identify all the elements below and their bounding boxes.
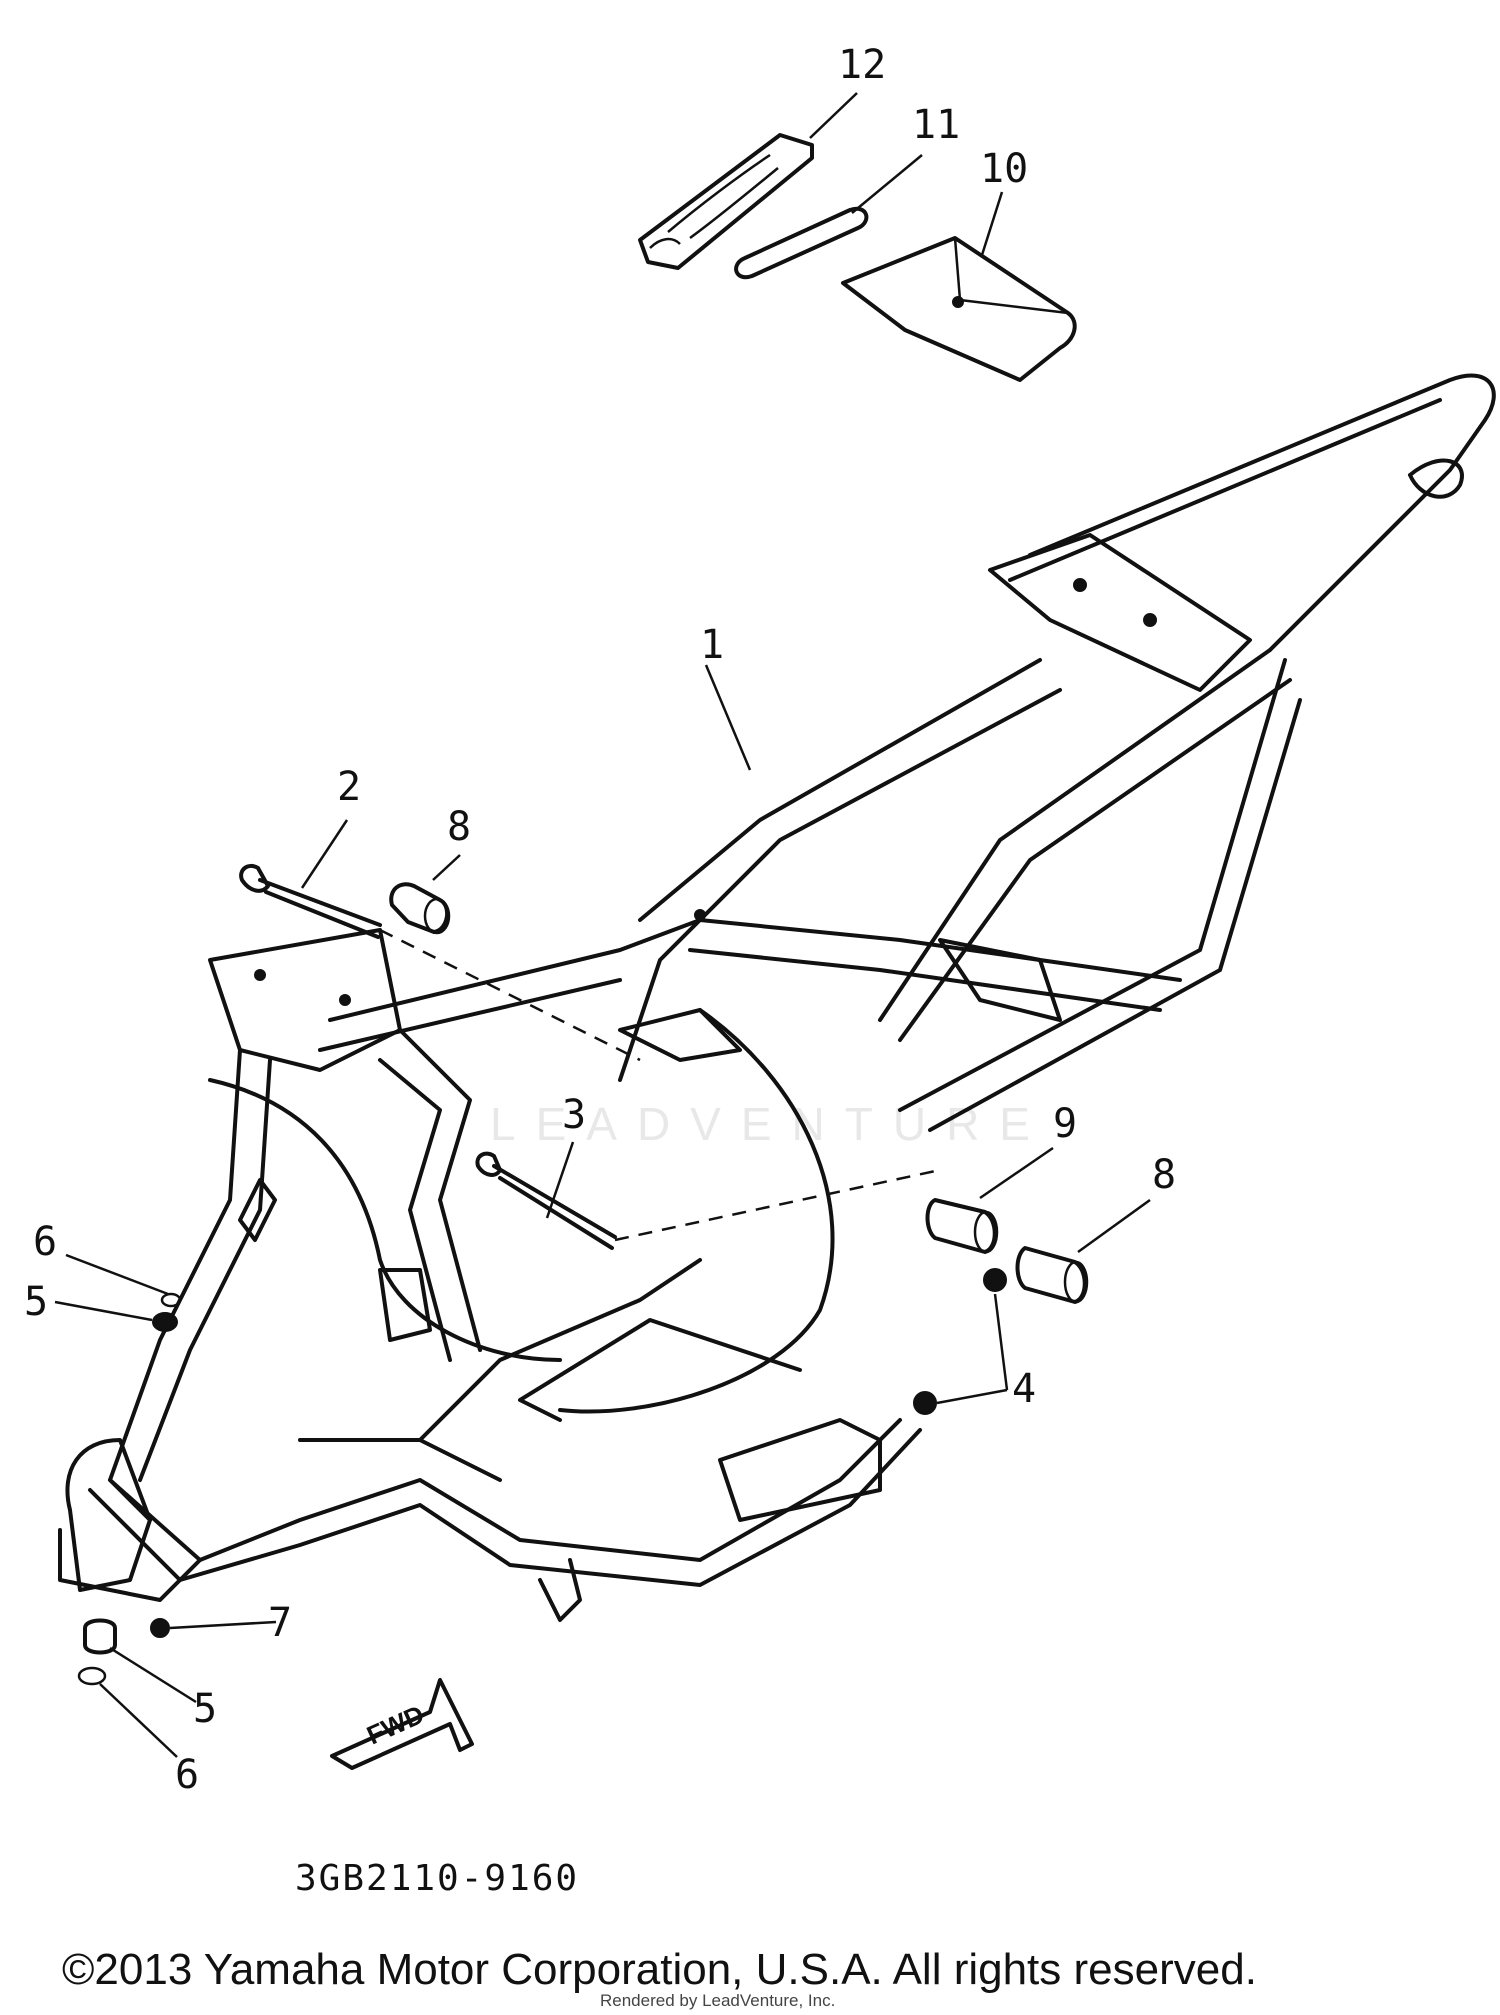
collar-8-upper-part [389,882,451,935]
callout-9: 9 [1053,1101,1077,1147]
grommet-5-lower-part [83,1618,117,1655]
callout-3: 3 [562,1092,586,1138]
nut-4-part [913,1268,1007,1415]
copyright-notice: ©2013 Yamaha Motor Corporation, U.S.A. A… [62,1945,1257,1994]
callout-2: 2 [337,764,361,810]
tool-holder-part [638,133,814,270]
collar-8-right-part [1015,1246,1089,1304]
leader-lines [54,92,1151,1758]
callout-1: 1 [700,622,724,668]
washer-6-upper-part [160,1292,182,1308]
callout-7: 7 [268,1600,292,1646]
callout-10: 10 [980,146,1028,192]
washer-6-lower-part [77,1666,107,1686]
fwd-label: FWD [362,1699,428,1750]
diagram-part-code: 3GB2110-9160 [295,1858,580,1899]
band-part [734,206,869,280]
callout-6-lower: 6 [175,1752,199,1798]
grommet-5-upper-part [152,1312,178,1332]
callout-5-upper: 5 [24,1279,48,1325]
rendered-by-note: Rendered by LeadVenture, Inc. [600,1991,836,2010]
callout-5-lower: 5 [193,1686,217,1732]
fwd-arrow [330,1678,474,1770]
callout-11: 11 [912,102,960,148]
collar-9-part [925,1198,999,1254]
bolt-3-part [475,1151,941,1250]
callout-4: 4 [1012,1366,1036,1412]
main-frame-part [58,373,1496,1622]
bolt-2-part [239,863,641,1062]
callout-8-right: 8 [1152,1152,1176,1198]
callout-8-upper: 8 [447,804,471,850]
callout-6-upper: 6 [33,1219,57,1265]
tool-bag-part [841,236,1077,382]
callout-12: 12 [838,42,886,88]
bolt-7-part [150,1618,170,1638]
